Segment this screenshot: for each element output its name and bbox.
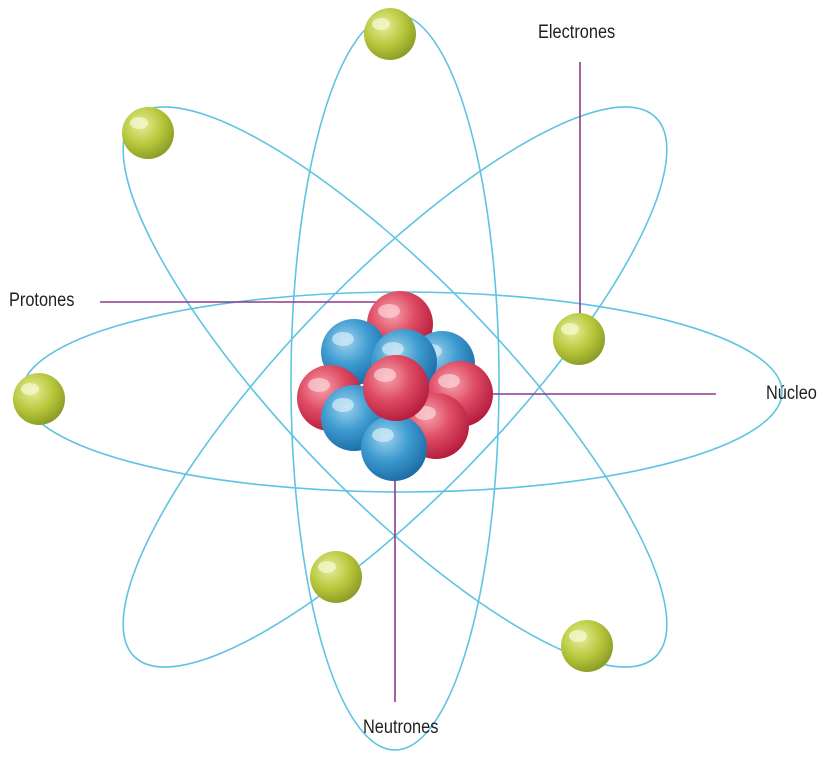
electron-top [364,8,416,60]
label-protones: Protones [9,290,75,311]
neutron [361,415,427,481]
electron-right [553,313,605,365]
orbit-diagonal-up [122,106,668,668]
label-electrones: Electrones [538,22,616,43]
proton [363,355,429,421]
label-neutrones: Neutrones [363,717,439,738]
nucleus [297,291,493,481]
electrons [13,8,613,672]
label-nucleo: Núcleo [766,383,817,404]
electron-left [13,373,65,425]
electron-lower-right [561,620,613,672]
electron-lower-middle [310,551,362,603]
electron-upper-left [122,107,174,159]
